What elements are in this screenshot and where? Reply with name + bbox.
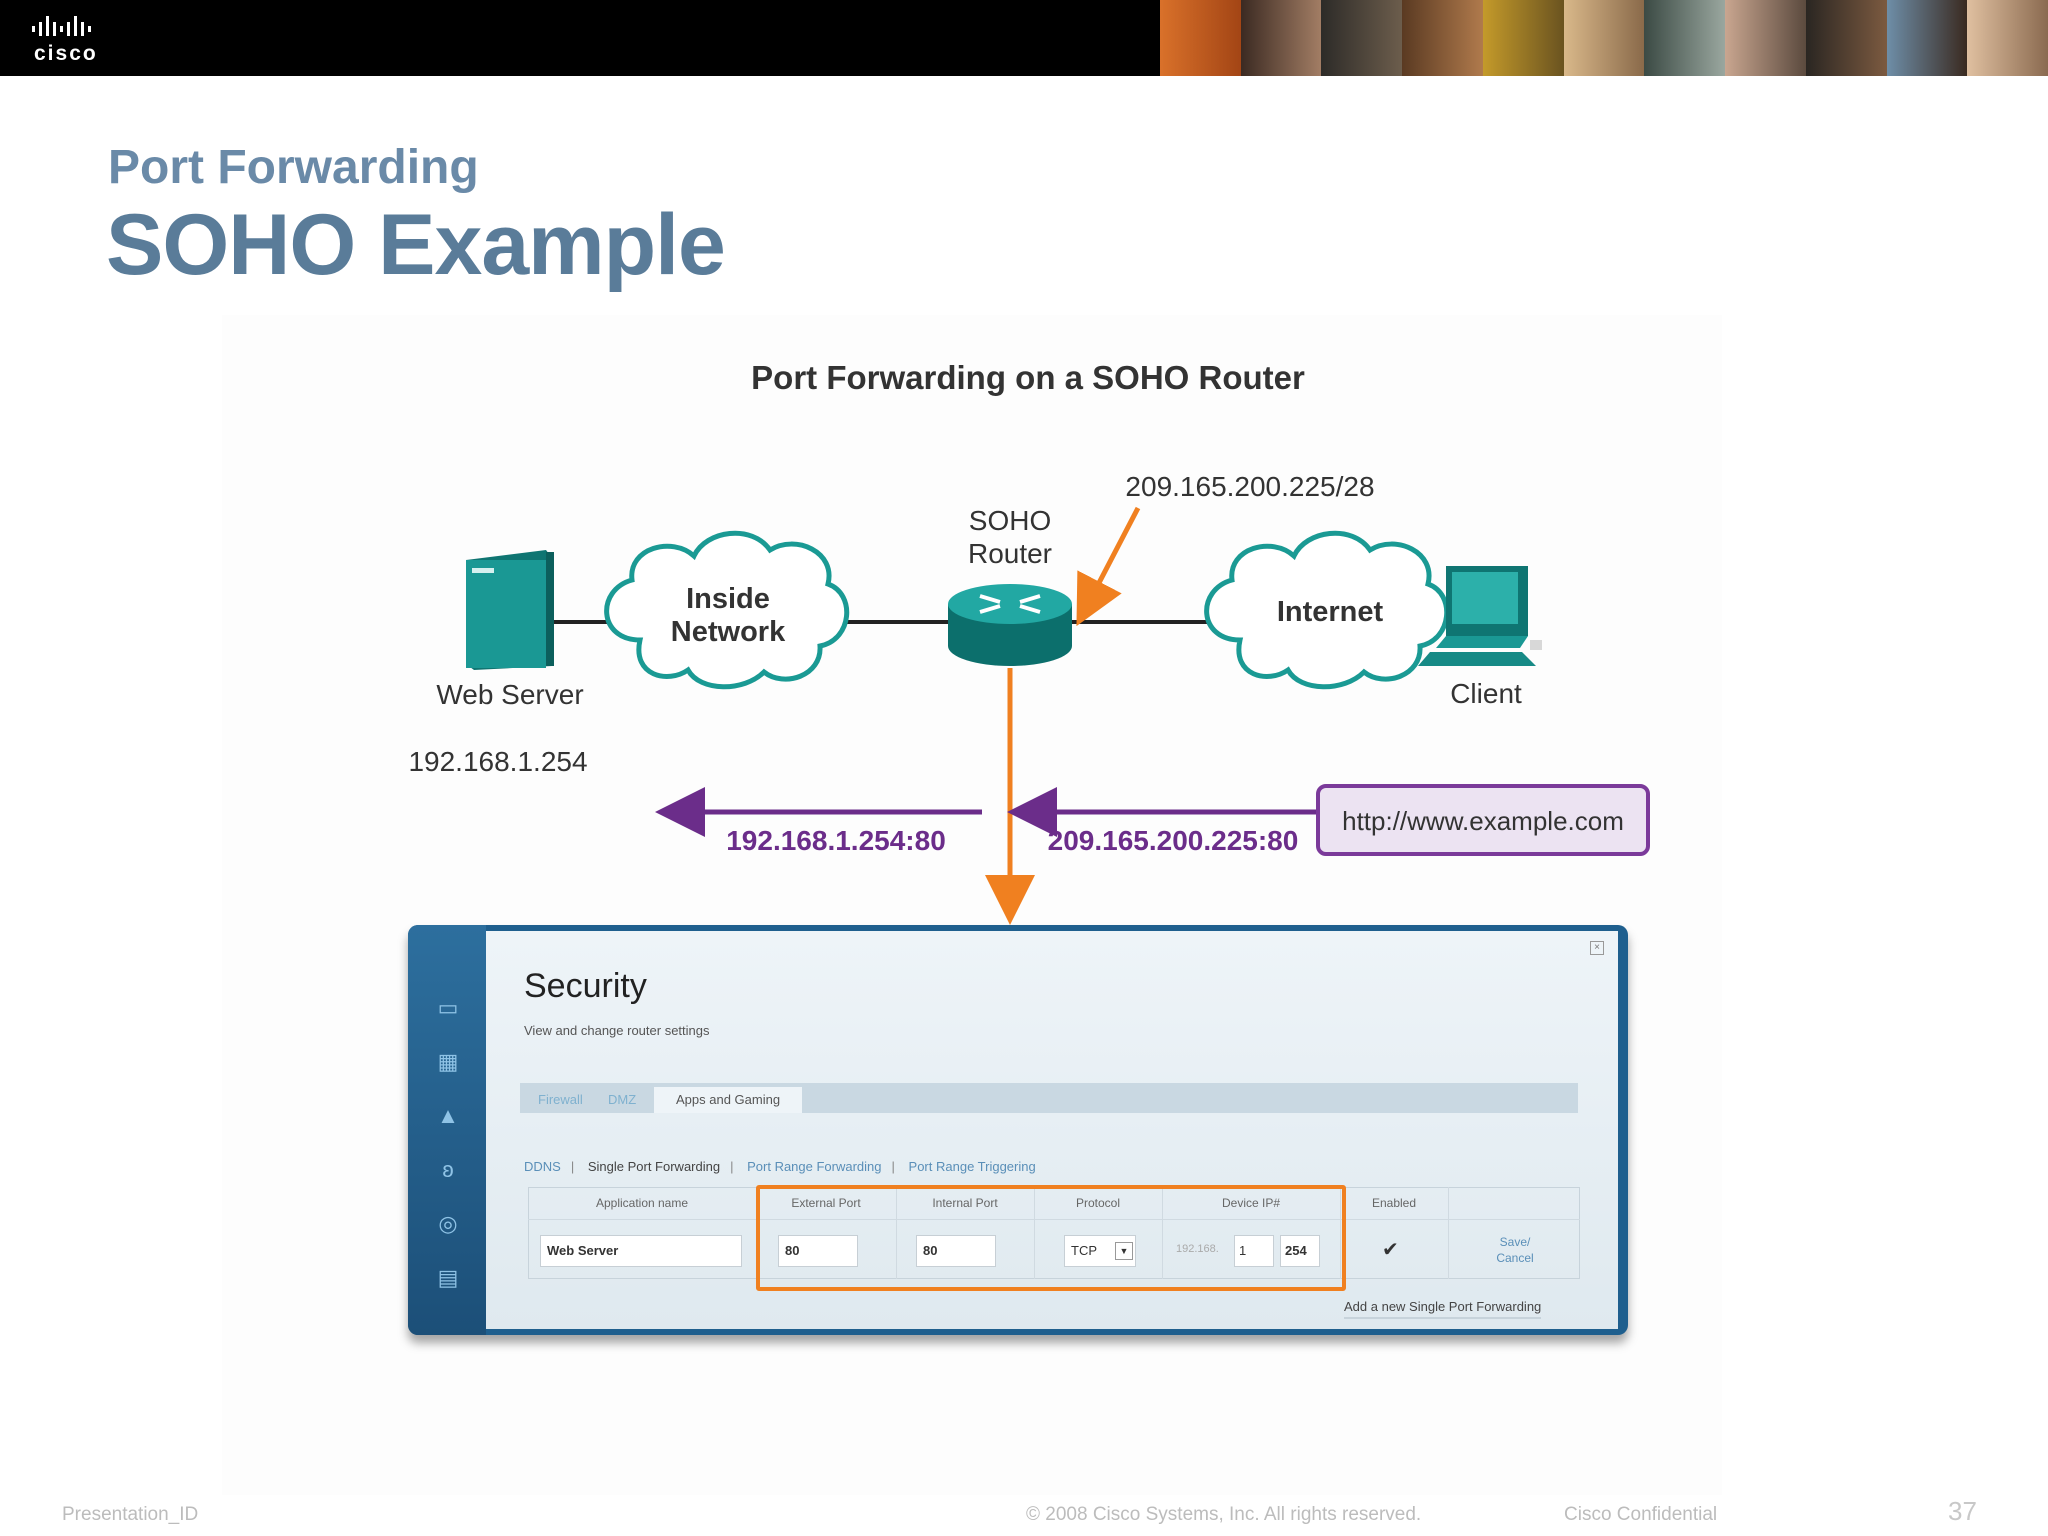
url-text: http://www.example.com — [1342, 806, 1624, 836]
protocol-value: TCP — [1071, 1243, 1097, 1258]
network-icon[interactable]: ▦ — [437, 1049, 459, 1074]
router-label-2: Router — [968, 538, 1052, 569]
url-box — [1316, 784, 1650, 856]
web-server-ip: 192.168.1.254 — [408, 746, 587, 777]
soho-router-icon — [948, 584, 1072, 666]
highlight-box — [756, 1185, 1346, 1291]
application-name-input[interactable]: Web Server — [540, 1235, 742, 1267]
config-subtitle: View and change router settings — [524, 1023, 710, 1038]
photo-tile — [1967, 0, 2048, 76]
slide-title: SOHO Example — [106, 197, 726, 293]
client-computer-icon — [1418, 566, 1542, 666]
ip-last-octet-input[interactable]: 254 — [1280, 1235, 1320, 1267]
photo-tile — [1160, 0, 1241, 76]
inside-destination-label: 192.168.1.254:80 — [726, 825, 946, 856]
column-divider — [1448, 1187, 1449, 1279]
add-port-forwarding-button[interactable]: Add a new Single Port Forwarding — [1344, 1299, 1542, 1319]
subtab-links: DDNS| Single Port Forwarding| Port Range… — [524, 1159, 1036, 1174]
col-protocol: Protocol — [1075, 1196, 1121, 1210]
link-single-port-forwarding[interactable]: Single Port Forwarding — [587, 1159, 721, 1174]
link-port-range-forwarding[interactable]: Port Range Forwarding — [747, 1159, 882, 1174]
brand-name: cisco — [34, 42, 98, 65]
external-port-input[interactable]: 80 — [778, 1235, 858, 1267]
config-title: Security — [524, 967, 647, 1005]
column-divider — [1034, 1187, 1035, 1279]
client-label: Client — [1450, 678, 1522, 709]
photo-tile — [1321, 0, 1403, 76]
wireless-icon[interactable]: ʚ — [442, 1157, 454, 1182]
inside-network-label-2: Network — [671, 616, 786, 648]
tab-dmz[interactable]: DMZ — [608, 1092, 637, 1107]
router-icon[interactable]: ▭ — [437, 995, 459, 1020]
chevron-down-icon: ▼ — [1115, 1242, 1133, 1260]
media-icon[interactable]: ▤ — [437, 1265, 459, 1290]
footer-presentation-id: Presentation_ID — [62, 1504, 199, 1525]
link-ddns[interactable]: DDNS — [524, 1159, 561, 1174]
router-public-ip: 209.165.200.225/28 — [1125, 471, 1374, 502]
internal-port-input[interactable]: 80 — [916, 1235, 996, 1267]
internet-cloud-icon — [1204, 530, 1450, 690]
photo-tile — [1563, 0, 1645, 76]
photo-tile — [1644, 0, 1726, 76]
photo-tile — [1482, 0, 1564, 76]
col-enabled: Enabled — [1371, 1196, 1417, 1210]
col-external-port: External Port — [791, 1196, 861, 1210]
protocol-select[interactable]: TCP ▼ — [1064, 1235, 1136, 1267]
column-divider — [896, 1187, 897, 1279]
internet-label: Internet — [1277, 596, 1384, 628]
inside-network-label-1: Inside — [686, 583, 770, 615]
column-divider — [1340, 1187, 1341, 1279]
table-header-divider — [528, 1219, 1580, 1220]
config-sidebar: ▭ ▦ ▲ ʚ ◎ ▤ — [408, 925, 486, 1335]
ip-third-octet-input[interactable]: 1 — [1234, 1235, 1274, 1267]
photo-tile — [1886, 0, 1968, 76]
enabled-checkbox[interactable]: ✔ — [1382, 1239, 1399, 1261]
ip-prefix: 192.168. — [1176, 1243, 1219, 1255]
public-ip-pointer — [1076, 506, 1141, 627]
close-icon[interactable]: × — [1590, 941, 1604, 955]
web-server-icon — [466, 550, 554, 670]
cisco-logo: cisco — [26, 12, 126, 66]
router-config-panel: ▭ ▦ ▲ ʚ ◎ ▤ × Security View and change r… — [408, 925, 1628, 1335]
tab-apps-and-gaming[interactable]: Apps and Gaming — [654, 1087, 803, 1113]
photo-tile — [1805, 0, 1887, 76]
footer-copyright: © 2008 Cisco Systems, Inc. All rights re… — [1026, 1504, 1422, 1525]
link-port-range-triggering[interactable]: Port Range Triggering — [908, 1159, 1036, 1174]
globe-icon[interactable]: ◎ — [438, 1211, 458, 1236]
save-link[interactable]: Save/ — [1499, 1235, 1531, 1249]
col-device-ip: Device IP# — [1221, 1196, 1281, 1210]
column-divider — [1162, 1187, 1163, 1279]
photo-tile — [1402, 0, 1483, 76]
photo-tile — [1240, 0, 1322, 76]
config-main: × Security View and change router settin… — [486, 931, 1618, 1329]
col-application-name: Application name — [595, 1196, 689, 1210]
photo-tile — [1725, 0, 1806, 76]
header-photo-strip — [1160, 0, 2048, 76]
cancel-link[interactable]: Cancel — [1496, 1251, 1534, 1265]
inside-network-cloud-icon — [604, 530, 850, 690]
header-bar: cisco — [0, 0, 2048, 76]
outside-destination-label: 209.165.200.225:80 — [1048, 825, 1299, 856]
router-label-1: SOHO — [969, 505, 1051, 536]
diagram-title: Port Forwarding on a SOHO Router — [751, 359, 1305, 396]
footer-confidential: Cisco Confidential — [1564, 1504, 1718, 1525]
slide-subtitle: Port Forwarding — [108, 141, 479, 194]
warning-icon[interactable]: ▲ — [437, 1103, 459, 1128]
page-number: 37 — [1948, 1496, 1977, 1526]
col-internal-port: Internal Port — [932, 1196, 998, 1210]
tab-firewall[interactable]: Firewall — [538, 1092, 583, 1107]
web-server-label: Web Server — [436, 679, 583, 710]
